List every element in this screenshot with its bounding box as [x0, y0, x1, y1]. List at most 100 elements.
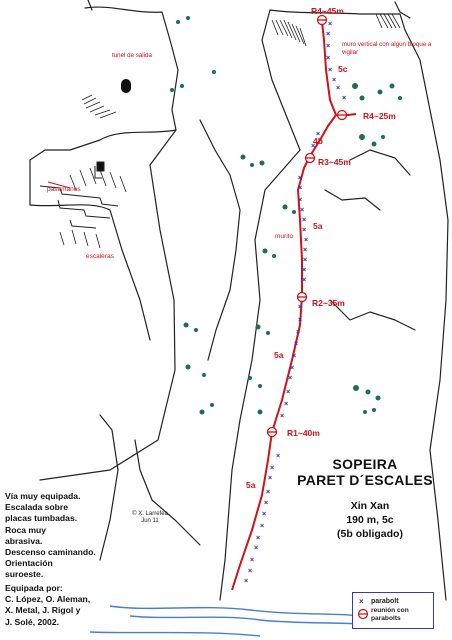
bolt-mark: × [288, 375, 292, 382]
bolt-mark: × [316, 131, 320, 138]
legend-anchor-label: reunión con parabolts [371, 607, 409, 622]
wall-note: muro vertical con algun bloque a vigilar [342, 41, 432, 56]
route-summary: 190 m, 5c [346, 514, 394, 526]
bolt-mark: × [248, 568, 252, 575]
bolt-mark: × [286, 389, 290, 396]
note-line: Vía muy equipada. [5, 491, 81, 501]
wall-name: PARET D´ESCALES [297, 472, 433, 488]
bolt-mark: × [244, 578, 248, 585]
bolt-mark: × [332, 77, 336, 84]
note-line: Roca muy [5, 524, 47, 535]
note-line: suroeste. [5, 569, 44, 580]
bolt-mark: × [304, 237, 308, 244]
legend-bolt-icon: × [359, 597, 364, 606]
equipped-line: X. Metal, J. Rigol y [5, 605, 81, 616]
grade-label-5a-upper: 5a [313, 221, 323, 231]
bolt-mark: × [262, 511, 266, 518]
credit-author: © X. Larrefea [132, 511, 168, 517]
rock-outlines [29, 0, 449, 601]
grade-label-5a-lower: 5a [246, 480, 256, 490]
bolt-mark: × [326, 55, 330, 62]
bolt-mark: × [270, 465, 274, 472]
route-notes: Vía muy equipada. Escalada sobre placas … [5, 491, 125, 581]
bolt-mark: × [264, 500, 268, 507]
bolt-mark: × [256, 535, 260, 542]
bolt-mark: × [298, 197, 302, 204]
bolt-mark: × [290, 365, 294, 372]
bolt-mark: × [302, 267, 306, 274]
author-credit: © X. Larrefea Jun 11 [125, 511, 175, 525]
pitch-label-r4-top: R4~45m [311, 6, 344, 16]
grade-label-5c: 5c [338, 64, 348, 74]
bolt-mark: × [266, 489, 270, 496]
stairs-label: escaleras [86, 253, 114, 260]
note-line: abrasiva. [5, 535, 43, 546]
bolt-mark: × [302, 227, 306, 234]
bolt-mark: × [328, 67, 332, 74]
bolt-mark: × [336, 85, 340, 92]
route-name: Xin Xan [350, 500, 390, 512]
bolt-mark: × [298, 185, 302, 192]
tunnel-icon [121, 79, 131, 93]
bolt-mark: × [298, 175, 302, 182]
equipped-line: C. López, O. Aleman, [5, 594, 91, 605]
small-wall-label: murito [275, 233, 294, 240]
note-line: Orientación [5, 558, 53, 569]
legend-bolt-label: parabolt [371, 598, 399, 605]
bolt-mark: × [296, 329, 300, 336]
bolt-mark: × [326, 43, 330, 50]
annotation-leaders [47, 181, 71, 189]
bolt-mark: × [302, 217, 306, 224]
grade-label-5a-mid: 5a [274, 350, 284, 360]
note-line: placas tumbadas. [5, 513, 78, 524]
bolt-mark: × [303, 247, 307, 254]
bolt-mark: × [303, 257, 307, 264]
bolt-mark: × [284, 401, 288, 408]
stairs-icon [39, 161, 119, 229]
bolt-mark: × [260, 523, 264, 530]
vegetation [170, 16, 402, 415]
equipped-line: Equipada por: [5, 583, 63, 593]
bolts: ××××××××××××××××××××××××××××××××××××××××… [244, 21, 346, 585]
bolt-mark: × [250, 557, 254, 564]
pitch-label-r3: R3~45m [318, 157, 351, 167]
bolt-mark: × [311, 143, 315, 150]
credit-date: Jun 11 [141, 518, 159, 524]
bolt-mark: × [254, 545, 258, 552]
bolt-mark: × [298, 317, 302, 324]
equipped-by: Equipada por: C. López, O. Aleman, X. Me… [5, 583, 135, 628]
rails-label: pasamanos [47, 186, 81, 193]
equipped-line: J. Solé, 2002. [5, 616, 59, 627]
anchor-station [266, 426, 278, 438]
crag-name: SOPEIRA [332, 456, 398, 472]
pitch-label-r4-mid: R4~25m [363, 111, 396, 121]
legend-anchor-icon [357, 608, 369, 620]
note-line: Descenso caminando. [5, 547, 96, 558]
rock-shading [59, 13, 401, 249]
anchor-station [336, 109, 348, 121]
route-mandatory-grade: (5b obligado) [337, 528, 403, 540]
pitch-label-r2: R2~35m [312, 298, 345, 308]
tunnel-label: tunel de salida [112, 52, 152, 59]
grade-label-4b: 4b [313, 136, 323, 146]
route-path [231, 21, 337, 591]
bolt-mark: × [280, 413, 284, 420]
bolt-mark: × [302, 277, 306, 284]
bolt-mark: × [268, 475, 272, 482]
bolt-mark: × [328, 21, 332, 28]
note-line: Escalada sobre [5, 502, 69, 513]
bolt-mark: × [298, 304, 302, 311]
bolt-mark: × [276, 453, 280, 460]
bolt-mark: × [292, 353, 296, 360]
pitch-label-r1: R1~40m [287, 428, 320, 438]
bolt-mark: × [326, 31, 330, 38]
river [89, 605, 381, 637]
anchor-station [304, 152, 316, 164]
legend: × parabolt reunión con parabolts [352, 592, 434, 629]
bolt-mark: × [342, 95, 346, 102]
anchors [266, 14, 348, 438]
bolt-mark: × [300, 207, 304, 214]
bolt-mark: × [294, 341, 298, 348]
anchor-station [296, 291, 308, 303]
